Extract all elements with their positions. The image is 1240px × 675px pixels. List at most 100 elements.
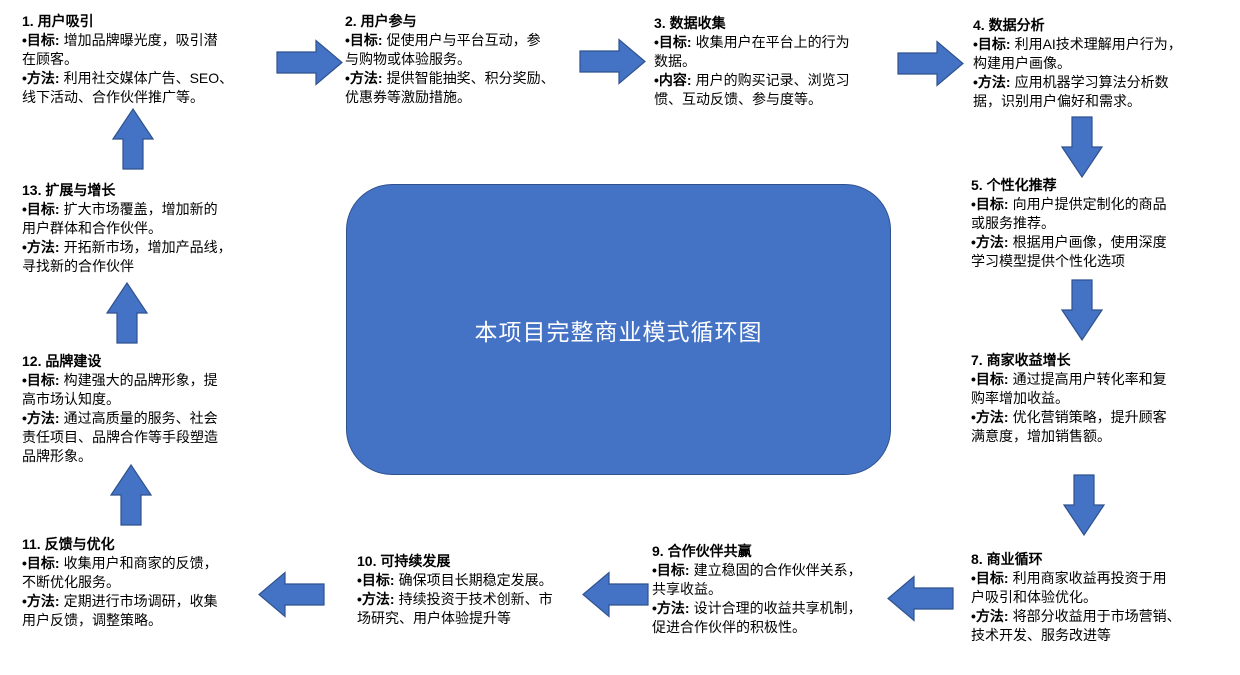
bullet-text: 利用商家收益再投资于用 户吸引和体验优化。	[971, 570, 1167, 605]
bullet-goal: •目标:通过提高用户转化率和复 购率增加收益。	[971, 370, 1239, 408]
bullet-text: 设计合理的收益共享机制， 促进合作伙伴的积极性。	[652, 600, 862, 635]
bullet-text: 确保项目长期稳定发展。	[398, 572, 553, 588]
bullet-text: 开拓新市场，增加产品线， 寻找新的合作伙伴	[22, 239, 232, 274]
arrow-7-to-8-icon	[1063, 474, 1105, 536]
step-title-4: 4. 数据分析	[973, 17, 1045, 33]
bullet-goal: •目标:扩大市场覆盖，增加新的 用户群体和合作伙伴。	[22, 200, 290, 238]
bullet-label: •目标:	[22, 32, 60, 48]
diagram-center-title: 本项目完整商业模式循环图	[474, 318, 763, 345]
step-title-12: 12. 品牌建设	[22, 353, 102, 369]
bullet-label: •方法:	[973, 74, 1011, 90]
bullet-text: 定期进行市场调研，收集 用户反馈，调整策略。	[22, 593, 218, 628]
bullet-text: 应用机器学习算法分析数 据，识别用户偏好和需求。	[973, 74, 1169, 109]
bullet-text: 构建强大的品牌形象，提 高市场认知度。	[22, 372, 218, 407]
bullet-label: •目标:	[973, 36, 1011, 52]
bullet-goal: •目标:收集用户在平台上的行为 数据。	[654, 33, 922, 71]
bullet-label: •目标:	[22, 555, 60, 571]
bullet-label: •方法:	[971, 409, 1009, 425]
bullet-goal: •目标:利用商家收益再投资于用 户吸引和体验优化。	[971, 569, 1239, 607]
bullet-method: •方法:将部分收益用于市场营销、 技术开发、服务改进等	[971, 607, 1239, 645]
bullet-label: •目标:	[345, 32, 383, 48]
bullet-method: •方法:根据用户画像，使用深度 学习模型提供个性化选项	[971, 233, 1239, 271]
bullet-text: 促使用户与平台互动，参 与购物或体验服务。	[345, 32, 541, 67]
bullet-text: 通过提高用户转化率和复 购率增加收益。	[971, 371, 1167, 406]
bullet-method: •方法:利用社交媒体广告、SEO、 线下活动、合作伙伴推广等。	[22, 69, 290, 107]
step-block-7: 7. 商家收益增长 •目标:通过提高用户转化率和复 购率增加收益。 •方法:优化…	[971, 351, 1239, 446]
bullet-goal: •目标:增加品牌曝光度，吸引潜 在顾客。	[22, 31, 290, 69]
step-title-1: 1. 用户吸引	[22, 13, 94, 29]
bullet-goal: •目标:促使用户与平台互动，参 与购物或体验服务。	[345, 31, 613, 69]
bullet-goal: •目标:建立稳固的合作伙伴关系， 共享收益。	[652, 561, 920, 599]
bullet-text: 收集用户和商家的反馈， 不断优化服务。	[22, 555, 218, 590]
arrow-3-to-4-icon	[897, 40, 964, 87]
bullet-method: •方法:持续投资于技术创新、市 场研究、用户体验提升等	[357, 590, 625, 628]
bullet-label: •目标:	[971, 570, 1009, 586]
step-block-3: 3. 数据收集 •目标:收集用户在平台上的行为 数据。 •内容:用户的购买记录、…	[654, 14, 922, 109]
bullet-text: 提供智能抽奖、积分奖励、 优惠券等激励措施。	[345, 70, 555, 105]
arrow-8-to-9-icon	[887, 575, 954, 622]
bullet-text: 扩大市场覆盖，增加新的 用户群体和合作伙伴。	[22, 201, 218, 236]
step-title-2: 2. 用户参与	[345, 13, 417, 29]
bullet-label: •方法:	[345, 70, 383, 86]
arrow-11-to-12-icon	[110, 464, 152, 526]
bullet-label: •目标:	[971, 371, 1009, 387]
bullet-method: •方法:优化营销策略，提升顾客 满意度，增加销售额。	[971, 408, 1239, 446]
bullet-label: •方法:	[22, 410, 60, 426]
bullet-text: 持续投资于技术创新、市 场研究、用户体验提升等	[357, 591, 553, 626]
bullet-label: •方法:	[652, 600, 690, 616]
bullet-content: •内容:用户的购买记录、浏览习 惯、互动反馈、参与度等。	[654, 71, 922, 109]
bullet-text: 收集用户在平台上的行为 数据。	[654, 34, 850, 69]
step-title-11: 11. 反馈与优化	[22, 536, 115, 552]
step-title-10: 10. 可持续发展	[357, 553, 451, 569]
bullet-label: •目标:	[652, 562, 690, 578]
bullet-label: •方法:	[22, 239, 60, 255]
bullet-method: •方法:通过高质量的服务、社会 责任项目、品牌合作等手段塑造 品牌形象。	[22, 409, 290, 466]
bullet-label: •方法:	[357, 591, 395, 607]
bullet-goal: •目标:向用户提供定制化的商品 或服务推荐。	[971, 195, 1239, 233]
step-block-10: 10. 可持续发展 •目标:确保项目长期稳定发展。 •方法:持续投资于技术创新、…	[357, 552, 625, 628]
arrow-2-to-3-icon	[579, 38, 646, 85]
arrow-4-to-5-icon	[1061, 116, 1103, 178]
step-block-2: 2. 用户参与 •目标:促使用户与平台互动，参 与购物或体验服务。 •方法:提供…	[345, 12, 613, 107]
bullet-text: 通过高质量的服务、社会 责任项目、品牌合作等手段塑造 品牌形象。	[22, 410, 218, 464]
bullet-text: 将部分收益用于市场营销、 技术开发、服务改进等	[971, 608, 1181, 643]
bullet-text: 向用户提供定制化的商品 或服务推荐。	[971, 196, 1167, 231]
step-title-13: 13. 扩展与增长	[22, 182, 116, 198]
bullet-label: •方法:	[971, 234, 1009, 250]
step-title-7: 7. 商家收益增长	[971, 352, 1071, 368]
bullet-method: •方法:应用机器学习算法分析数 据，识别用户偏好和需求。	[973, 73, 1240, 111]
arrow-10-to-11-icon	[258, 571, 325, 618]
step-title-9: 9. 合作伙伴共赢	[652, 543, 752, 559]
step-block-13: 13. 扩展与增长 •目标:扩大市场覆盖，增加新的 用户群体和合作伙伴。 •方法…	[22, 181, 290, 276]
bullet-goal: •目标:利用AI技术理解用户行为， 构建用户画像。	[973, 35, 1240, 73]
bullet-text: 建立稳固的合作伙伴关系， 共享收益。	[652, 562, 862, 597]
bullet-text: 利用AI技术理解用户行为， 构建用户画像。	[973, 36, 1182, 71]
arrow-9-to-10-icon	[582, 571, 649, 618]
bullet-text: 利用社交媒体广告、SEO、 线下活动、合作伙伴推广等。	[22, 70, 234, 105]
bullet-label: •目标:	[22, 201, 60, 217]
bullet-method: •方法:设计合理的收益共享机制， 促进合作伙伴的积极性。	[652, 599, 920, 637]
bullet-text: 根据用户画像，使用深度 学习模型提供个性化选项	[971, 234, 1167, 269]
step-title-5: 5. 个性化推荐	[971, 177, 1057, 193]
step-block-1: 1. 用户吸引 •目标:增加品牌曝光度，吸引潜 在顾客。 •方法:利用社交媒体广…	[22, 12, 290, 107]
arrow-1-to-2-icon	[276, 39, 343, 86]
bullet-label: •方法:	[971, 608, 1009, 624]
step-block-11: 11. 反馈与优化 •目标:收集用户和商家的反馈， 不断优化服务。 •方法:定期…	[22, 535, 290, 630]
bullet-method: •方法:定期进行市场调研，收集 用户反馈，调整策略。	[22, 592, 290, 630]
bullet-label: •目标:	[22, 372, 60, 388]
step-block-9: 9. 合作伙伴共赢 •目标:建立稳固的合作伙伴关系， 共享收益。 •方法:设计合…	[652, 542, 920, 637]
bullet-label: •方法:	[22, 593, 60, 609]
arrow-13-to-1-icon	[112, 108, 154, 170]
bullet-method: •方法:提供智能抽奖、积分奖励、 优惠券等激励措施。	[345, 69, 613, 107]
step-title-3: 3. 数据收集	[654, 15, 726, 31]
step-block-5: 5. 个性化推荐 •目标:向用户提供定制化的商品 或服务推荐。 •方法:根据用户…	[971, 176, 1239, 271]
bullet-goal: •目标:收集用户和商家的反馈， 不断优化服务。	[22, 554, 290, 592]
bullet-method: •方法:开拓新市场，增加产品线， 寻找新的合作伙伴	[22, 238, 290, 276]
bullet-text: 用户的购买记录、浏览习 惯、互动反馈、参与度等。	[654, 72, 850, 107]
arrow-12-to-13-icon	[106, 282, 148, 344]
bullet-text: 增加品牌曝光度，吸引潜 在顾客。	[22, 32, 218, 67]
step-title-8: 8. 商业循环	[971, 551, 1043, 567]
bullet-label: •目标:	[357, 572, 395, 588]
bullet-label: •内容:	[654, 72, 692, 88]
